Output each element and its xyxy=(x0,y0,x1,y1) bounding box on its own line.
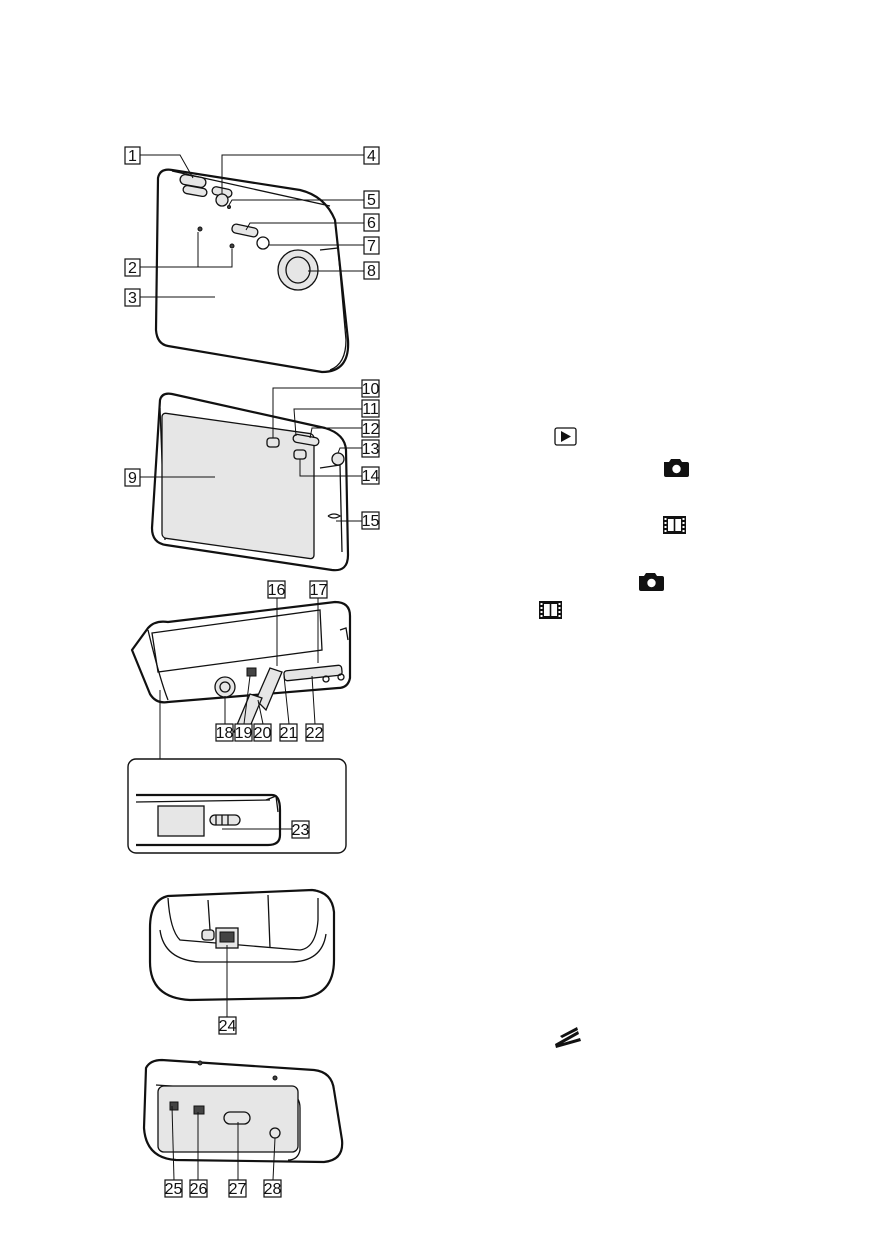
callout-10: 10 xyxy=(362,380,380,398)
svg-text:25: 25 xyxy=(165,1181,183,1198)
callout-25: 25 xyxy=(165,1180,183,1198)
svg-text:23: 23 xyxy=(292,822,310,839)
callout-18: 18 xyxy=(216,724,234,742)
svg-text:8: 8 xyxy=(367,263,376,280)
callout-15: 15 xyxy=(362,512,380,530)
callout-7: 7 xyxy=(364,237,379,255)
callout-28: 28 xyxy=(264,1180,282,1198)
cradle-rear-illustration xyxy=(144,1060,342,1162)
callout-9: 9 xyxy=(125,469,140,487)
svg-text:22: 22 xyxy=(306,725,324,742)
callout-17: 17 xyxy=(310,581,328,599)
svg-text:19: 19 xyxy=(235,725,253,742)
callout-20: 20 xyxy=(254,724,272,742)
callout-23: 23 xyxy=(292,821,310,839)
svg-text:24: 24 xyxy=(219,1018,237,1035)
camera-back-illustration xyxy=(152,394,348,571)
callout-8: 8 xyxy=(364,262,379,280)
camera-icon xyxy=(664,459,689,477)
svg-text:14: 14 xyxy=(362,468,380,485)
svg-text:2: 2 xyxy=(128,260,137,277)
callout-19: 19 xyxy=(235,724,253,742)
callout-3: 3 xyxy=(125,289,140,307)
movie-film-icon xyxy=(663,516,686,534)
svg-text:17: 17 xyxy=(310,582,328,599)
svg-text:15: 15 xyxy=(362,513,380,530)
svg-text:27: 27 xyxy=(229,1181,247,1198)
playback-button-icon xyxy=(555,428,576,445)
movie-film-icon xyxy=(539,601,562,619)
callout-16: 16 xyxy=(268,581,286,599)
camera-icon xyxy=(639,573,664,591)
callout-11: 11 xyxy=(362,400,379,418)
camera-bottom-illustration xyxy=(132,602,350,736)
callout-6: 6 xyxy=(364,214,379,232)
callout-22: 22 xyxy=(306,724,324,742)
svg-text:7: 7 xyxy=(367,238,376,255)
svg-text:20: 20 xyxy=(254,725,272,742)
svg-text:9: 9 xyxy=(128,470,137,487)
svg-text:26: 26 xyxy=(190,1181,208,1198)
svg-text:5: 5 xyxy=(367,192,376,209)
callout-24: 24 xyxy=(219,1017,237,1035)
svg-text:4: 4 xyxy=(367,148,376,165)
callout-2: 2 xyxy=(125,259,140,277)
function-mark-icon xyxy=(555,1027,581,1048)
callout-4: 4 xyxy=(364,147,379,165)
svg-text:13: 13 xyxy=(362,441,380,458)
callout-12: 12 xyxy=(362,420,380,438)
svg-text:10: 10 xyxy=(362,381,380,398)
svg-text:21: 21 xyxy=(280,725,298,742)
svg-text:1: 1 xyxy=(128,148,137,165)
svg-text:11: 11 xyxy=(362,401,379,418)
callout-26: 26 xyxy=(190,1180,208,1198)
callout-13: 13 xyxy=(362,440,380,458)
callout-5: 5 xyxy=(364,191,379,209)
callout-1: 1 xyxy=(125,147,140,165)
svg-text:12: 12 xyxy=(362,421,380,438)
callout-14: 14 xyxy=(362,467,380,485)
svg-text:6: 6 xyxy=(367,215,376,232)
callout-27: 27 xyxy=(229,1180,247,1198)
callout-21: 21 xyxy=(280,724,298,742)
svg-text:18: 18 xyxy=(216,725,234,742)
cradle-front-illustration xyxy=(150,890,334,1000)
svg-text:28: 28 xyxy=(264,1181,282,1198)
svg-text:16: 16 xyxy=(268,582,286,599)
svg-text:3: 3 xyxy=(128,290,137,307)
